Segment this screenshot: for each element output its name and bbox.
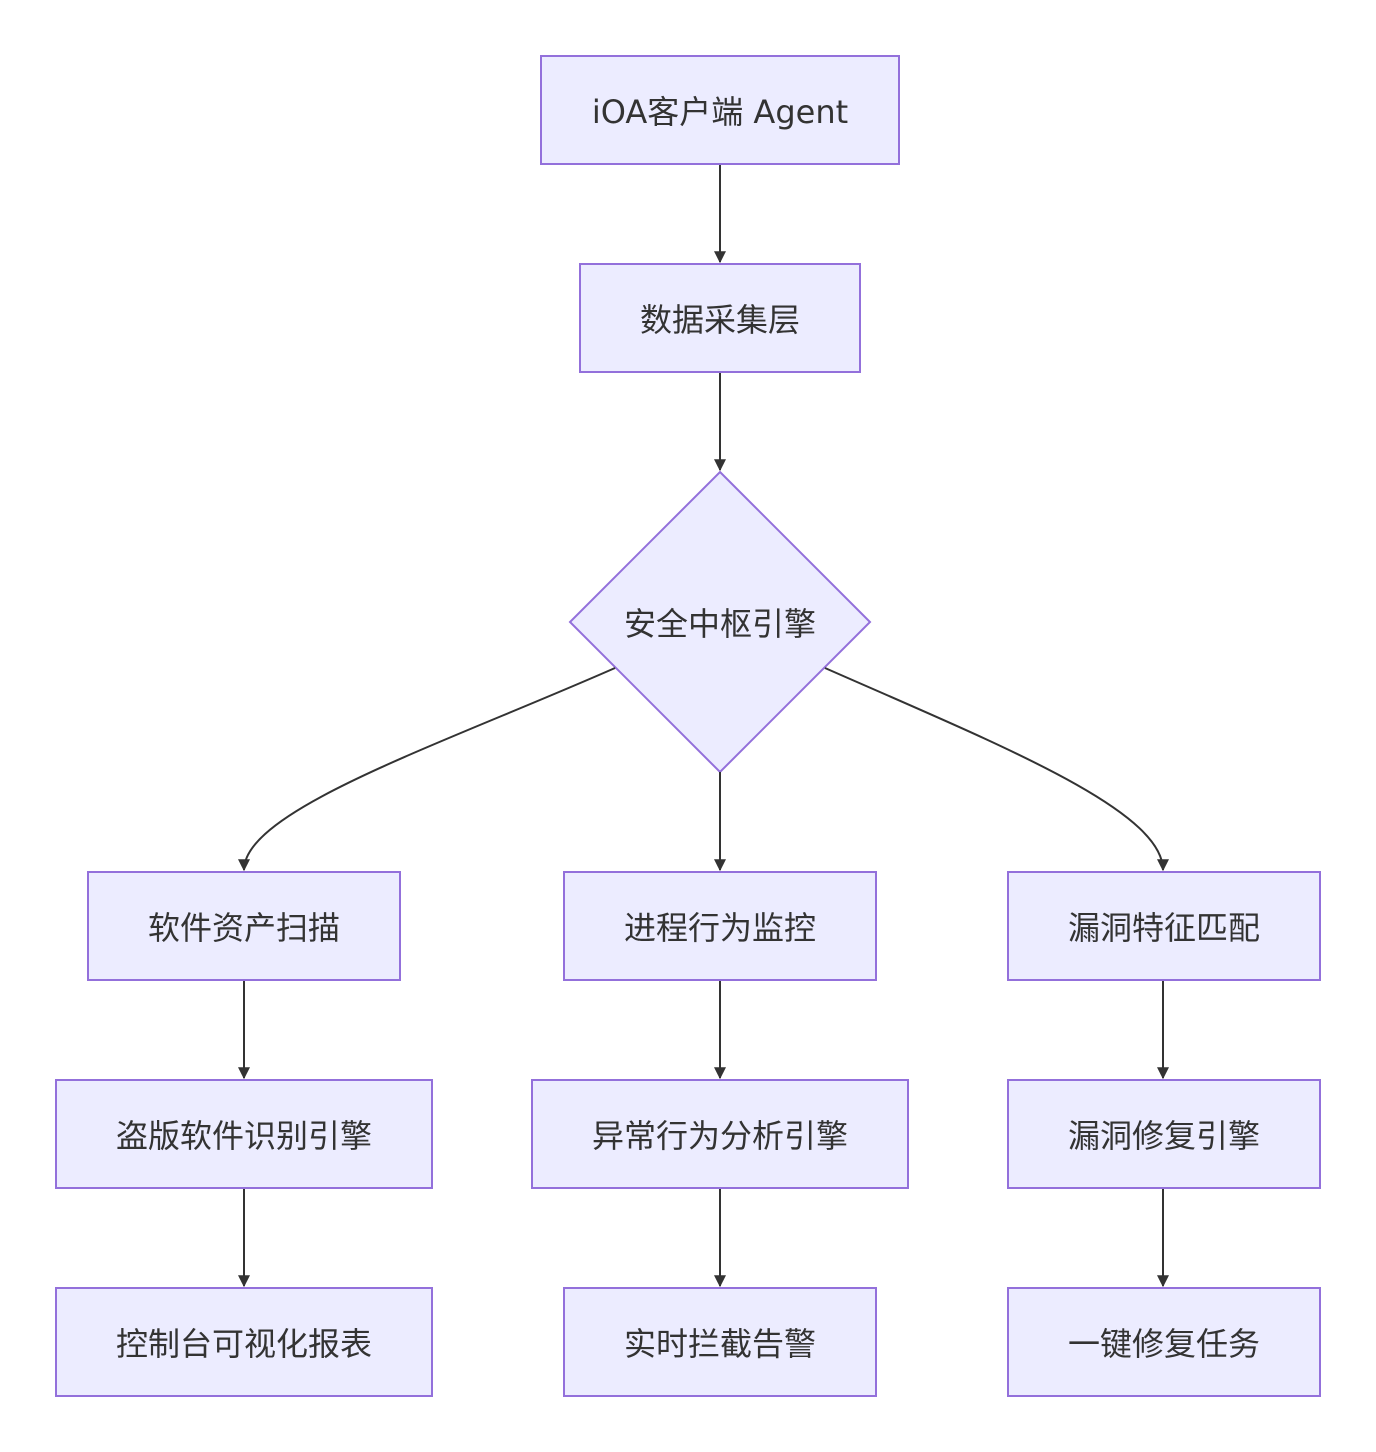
node-data-collection: 数据采集层	[579, 263, 861, 373]
edge-hub-to-scan	[238, 667, 616, 872]
edge-hub-to-match	[824, 667, 1169, 872]
node-software-scan: 软件资产扫描	[87, 871, 401, 981]
node-anomaly-engine: 异常行为分析引擎	[531, 1079, 909, 1189]
node-security-hub: 安全中枢引擎	[623, 605, 816, 643]
node-vuln-repair-engine: 漏洞修复引擎	[1007, 1079, 1321, 1189]
node-console-report: 控制台可视化报表	[55, 1287, 433, 1397]
node-vuln-match: 漏洞特征匹配	[1007, 871, 1321, 981]
node-realtime-block: 实时拦截告警	[563, 1287, 877, 1397]
node-process-monitor: 进程行为监控	[563, 871, 877, 981]
node-piracy-engine: 盗版软件识别引擎	[55, 1079, 433, 1189]
node-agent: iOA客户端 Agent	[540, 55, 900, 165]
node-one-click-repair: 一键修复任务	[1007, 1287, 1321, 1397]
